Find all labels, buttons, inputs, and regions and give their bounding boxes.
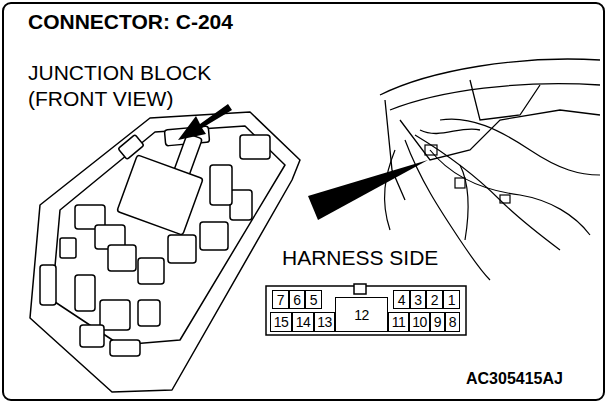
instrument-panel [380, 59, 600, 200]
pin-number: 11 [392, 315, 406, 329]
pointer-arrow [178, 104, 232, 140]
connector-housing [266, 284, 466, 335]
pin-number: 3 [414, 293, 421, 307]
pin-number: 13 [317, 315, 332, 329]
pin-number: 10 [412, 315, 427, 329]
frame [3, 3, 604, 400]
pin-cell: 11 [388, 312, 409, 332]
pin-number: 14 [296, 315, 311, 329]
pin-cell: 4 [393, 290, 410, 309]
side-label: HARNESS SIDE [282, 246, 438, 270]
pin-number: 9 [434, 315, 441, 329]
pin-number: 8 [449, 315, 456, 329]
pin-cell: 7 [272, 290, 289, 309]
diagram-title: CONNECTOR: C-204 [28, 10, 233, 34]
pin-cell: 6 [289, 290, 305, 309]
pin-number: 12 [354, 308, 369, 322]
pin-number: 15 [274, 315, 289, 329]
pin-number: 2 [431, 293, 438, 307]
pin-number: 7 [277, 293, 284, 307]
pin-cell: 1 [443, 290, 460, 309]
pin-number: 1 [448, 293, 455, 307]
location-wedge [308, 160, 428, 220]
pin-cell: 5 [305, 290, 322, 309]
pin-cell: 9 [430, 312, 445, 332]
pin-cell: 8 [445, 312, 460, 332]
pin-number: 5 [310, 293, 317, 307]
pin-cell: 3 [410, 290, 426, 309]
junction-block [30, 112, 300, 392]
pin-cell: 14 [292, 312, 314, 332]
pin-cell: 15 [270, 312, 292, 332]
pin-cell: 13 [314, 312, 335, 332]
pin-cell: 12 [335, 297, 388, 332]
pin-cell: 2 [426, 290, 443, 309]
pin-number: 6 [293, 293, 300, 307]
view-label: JUNCTION BLOCK (FRONT VIEW) [28, 60, 228, 113]
pin-cell: 10 [409, 312, 430, 332]
pin-number: 4 [398, 293, 405, 307]
figure-code: AC305415AJ [466, 370, 563, 388]
